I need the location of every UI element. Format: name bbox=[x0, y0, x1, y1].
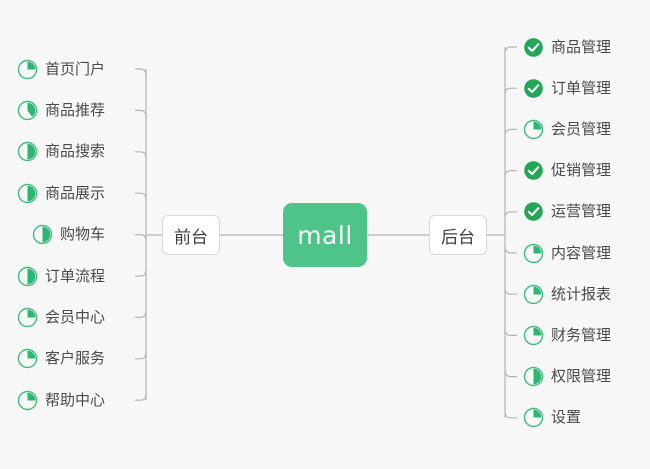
leaf-node-backend-1[interactable]: 订单管理 bbox=[523, 75, 611, 101]
branch-node-frontend[interactable]: 前台 bbox=[162, 215, 220, 255]
leaf-node-label: 统计报表 bbox=[551, 284, 612, 303]
leaf-node-label: 会员管理 bbox=[551, 119, 612, 138]
connector-elbow bbox=[504, 128, 517, 136]
connector-elbow bbox=[135, 109, 147, 117]
pie-progress-icon bbox=[17, 142, 38, 162]
branch-node-frontend-label: 前台 bbox=[174, 227, 208, 248]
pie-progress-icon bbox=[17, 349, 38, 369]
branch-node-backend-label: 后台 bbox=[441, 227, 475, 248]
leaf-node-backend-3[interactable]: 促销管理 bbox=[523, 158, 611, 184]
leaf-node-label: 客户服务 bbox=[44, 349, 105, 368]
connector-elbow bbox=[135, 151, 147, 158]
leaf-node-label: 订单管理 bbox=[551, 78, 612, 97]
leaf-node-frontend-4[interactable]: 购物车 bbox=[32, 222, 105, 248]
connector-elbow bbox=[135, 68, 147, 76]
pie-progress-icon bbox=[523, 325, 544, 346]
pie-progress-icon bbox=[17, 266, 38, 286]
pie-progress-icon bbox=[17, 307, 38, 328]
connector-elbow bbox=[135, 352, 147, 360]
leaf-node-backend-0[interactable]: 商品管理 bbox=[523, 34, 611, 60]
pie-progress-icon bbox=[523, 243, 544, 263]
pie-progress-icon bbox=[17, 183, 38, 203]
leaf-node-backend-9[interactable]: 设置 bbox=[523, 405, 581, 431]
leaf-node-label: 订单流程 bbox=[44, 266, 105, 285]
connector-elbow bbox=[504, 246, 517, 254]
connector-elbow bbox=[135, 269, 147, 277]
leaf-node-backend-4[interactable]: 运营管理 bbox=[523, 199, 611, 225]
root-node-label: mall bbox=[297, 220, 353, 250]
leaf-node-label: 设置 bbox=[551, 408, 582, 427]
leaf-node-frontend-8[interactable]: 帮助中心 bbox=[17, 387, 105, 413]
connector-elbow bbox=[504, 170, 517, 177]
leaf-node-label: 运营管理 bbox=[551, 202, 612, 221]
check-circle-icon bbox=[524, 37, 543, 57]
leaf-node-frontend-5[interactable]: 订单流程 bbox=[17, 263, 105, 289]
pie-progress-icon bbox=[523, 408, 544, 428]
connector-elbow bbox=[504, 211, 517, 218]
leaf-node-backend-8[interactable]: 权限管理 bbox=[523, 364, 611, 390]
connector-elbow bbox=[504, 329, 517, 336]
leaf-node-frontend-6[interactable]: 会员中心 bbox=[17, 304, 105, 330]
leaf-node-label: 财务管理 bbox=[551, 325, 612, 344]
check-circle-icon bbox=[524, 202, 543, 222]
leaf-node-frontend-2[interactable]: 商品搜索 bbox=[17, 139, 105, 165]
pie-progress-icon bbox=[17, 100, 38, 121]
leaf-node-label: 首页门户 bbox=[44, 59, 105, 78]
leaf-node-frontend-1[interactable]: 商品推荐 bbox=[17, 97, 105, 123]
leaf-node-backend-7[interactable]: 财务管理 bbox=[523, 322, 611, 348]
leaf-node-label: 帮助中心 bbox=[44, 390, 105, 409]
connector-elbow bbox=[504, 46, 517, 54]
leaf-node-label: 商品推荐 bbox=[44, 100, 105, 119]
check-circle-icon bbox=[524, 78, 543, 98]
pie-progress-icon bbox=[32, 224, 53, 245]
leaf-node-frontend-7[interactable]: 客户服务 bbox=[17, 346, 105, 372]
connector-elbow bbox=[135, 311, 147, 318]
leaf-node-backend-5[interactable]: 内容管理 bbox=[523, 240, 611, 266]
pie-progress-icon bbox=[523, 284, 544, 304]
leaf-node-label: 促销管理 bbox=[551, 161, 612, 180]
leaf-node-backend-6[interactable]: 统计报表 bbox=[523, 281, 611, 307]
leaf-node-label: 商品展示 bbox=[44, 183, 105, 202]
leaf-node-frontend-3[interactable]: 商品展示 bbox=[17, 180, 105, 206]
connector-elbow bbox=[504, 370, 517, 378]
leaf-node-label: 商品搜索 bbox=[44, 142, 105, 161]
root-node-mall[interactable]: mall bbox=[283, 203, 367, 267]
leaf-node-label: 内容管理 bbox=[551, 243, 612, 262]
branch-node-backend[interactable]: 后台 bbox=[429, 215, 487, 255]
connector-elbow bbox=[135, 394, 147, 401]
leaf-node-label: 会员中心 bbox=[44, 307, 105, 326]
check-circle-icon bbox=[524, 161, 543, 180]
leaf-node-backend-2[interactable]: 会员管理 bbox=[523, 116, 611, 142]
connector-elbow bbox=[504, 288, 517, 295]
pie-progress-icon bbox=[17, 390, 38, 410]
leaf-node-label: 购物车 bbox=[59, 225, 105, 244]
pie-progress-icon bbox=[523, 366, 544, 387]
connector-elbow bbox=[135, 234, 147, 241]
pie-progress-icon bbox=[17, 59, 38, 79]
connector-elbow bbox=[135, 192, 147, 200]
connector-elbow bbox=[504, 87, 517, 95]
leaf-node-label: 权限管理 bbox=[551, 367, 612, 386]
connector-elbow bbox=[504, 411, 517, 419]
leaf-node-frontend-0[interactable]: 首页门户 bbox=[17, 56, 105, 82]
leaf-node-label: 商品管理 bbox=[551, 37, 612, 56]
pie-progress-icon bbox=[523, 119, 544, 140]
